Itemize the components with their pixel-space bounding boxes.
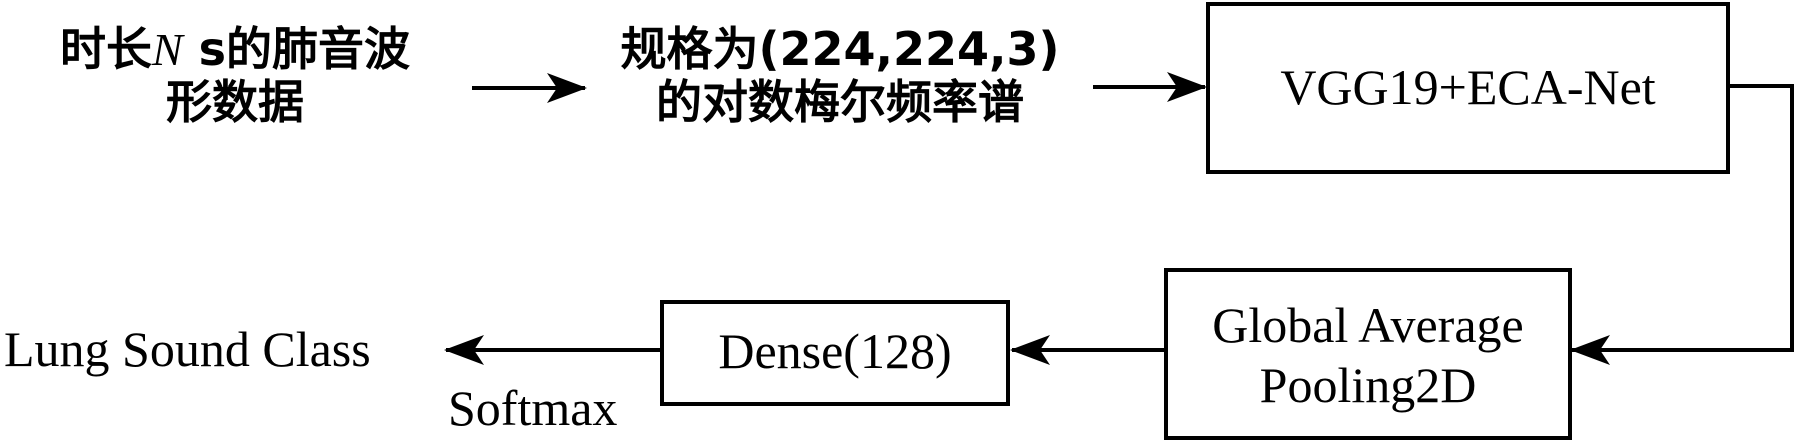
output-label: Lung Sound Class (4, 321, 371, 377)
input-label-variable: N (151, 24, 185, 75)
input-label-suffix: s的肺音波 (183, 22, 410, 76)
dense-label: Dense(128) (718, 323, 951, 379)
input-label-line2: 形数据 (166, 75, 304, 129)
spectrogram-label-line2: 的对数梅尔频率谱 (656, 75, 1024, 129)
dense-box (660, 300, 1010, 406)
gap-label-line2: Pooling2D (1260, 357, 1477, 413)
gap-label-line1: Global Average (1212, 297, 1523, 353)
connector-vgg-to-gap (1570, 84, 1794, 365)
vgg-eca-box (1206, 2, 1730, 174)
input-label-line1: 时长N s的肺音波 (60, 22, 410, 76)
input-label-prefix: 时长 (60, 22, 152, 76)
vgg-eca-label: VGG19+ECA-Net (1280, 59, 1655, 115)
global-average-pooling-box (1164, 268, 1572, 440)
softmax-label: Softmax (448, 380, 617, 436)
spectrogram-label-line1: 规格为(224,224,3) (620, 22, 1059, 76)
